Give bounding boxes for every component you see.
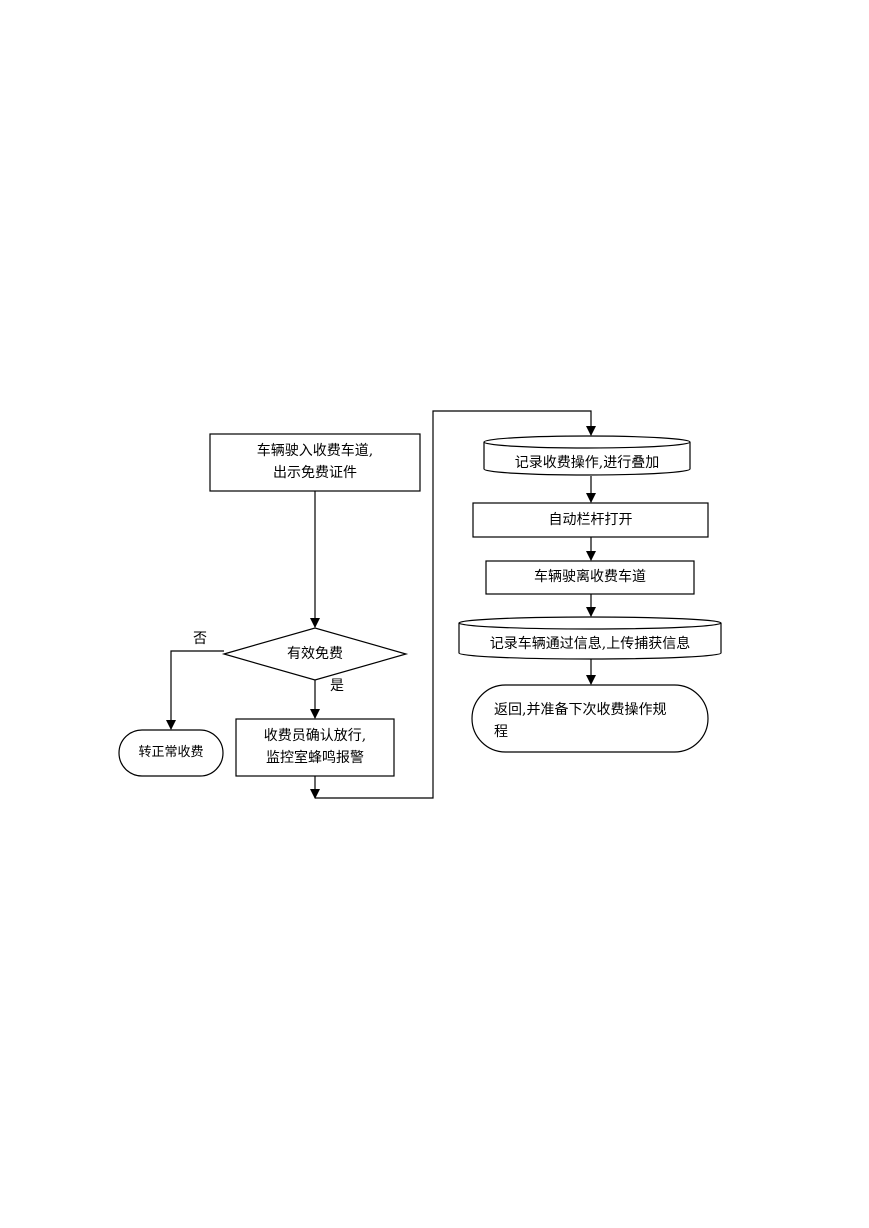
normal-fee-terminal [118,729,224,777]
arrow-no-branch [166,650,224,730]
record-upload-text: 记录车辆通过信息,上传捕获信息 [489,636,691,652]
vehicle-leave-text: 车辆驶离收费车道 [534,569,646,585]
normal-fee-text: 转正常收费 [138,745,204,760]
return-line1: 返回,并准备下次收费操作规 [494,702,667,718]
start-text: 车辆驶入收费车道, 出示免费证件 [210,440,420,484]
confirm-line1: 收费员确认放行, [263,728,367,744]
branch-yes-label: 是 [330,678,344,694]
start-line2: 出示免费证件 [273,465,357,481]
return-text: 返回,并准备下次收费操作规 程 [494,699,666,743]
confirm-text: 收费员确认放行, 监控室蜂鸣报警 [236,725,394,769]
vehicle-leave-box [485,560,695,595]
barrier-open-box [472,502,709,538]
record-overlay-cylinder [483,435,691,476]
branch-no-label: 否 [193,631,207,647]
barrier-open-text: 自动栏杆打开 [548,512,633,528]
decision-text: 有效免费 [287,646,343,662]
start-box [209,433,421,492]
return-line2: 程 [494,724,508,740]
start-line1: 车辆驶入收费车道, [256,443,374,459]
return-terminal [471,684,709,753]
confirm-box [235,718,395,777]
record-upload-cylinder [458,616,722,660]
decision-diamond [221,627,409,681]
confirm-line2: 监控室蜂鸣报警 [266,750,364,766]
record-overlay-text: 记录收费操作,进行叠加 [514,455,660,471]
connector-to-right-column [315,410,596,799]
